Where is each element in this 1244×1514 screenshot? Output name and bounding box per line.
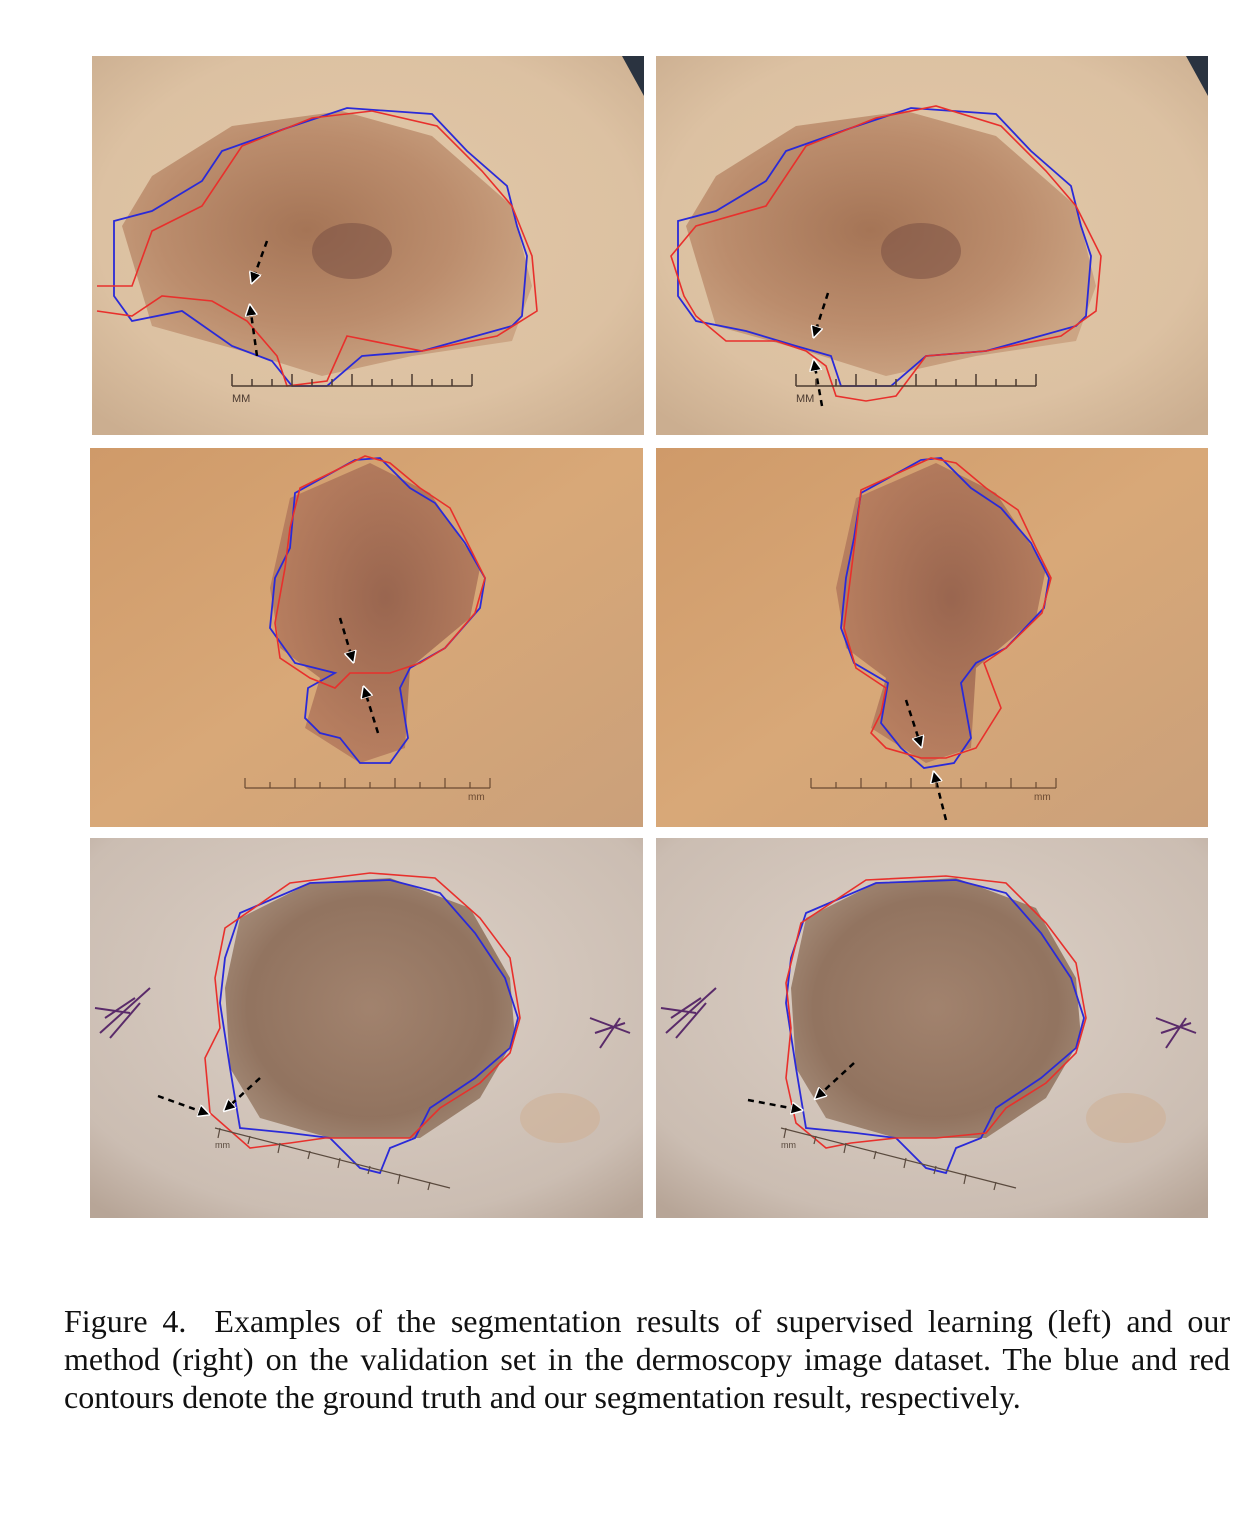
lesion-region — [225, 878, 515, 1138]
marker-ink-left — [660, 987, 717, 1039]
panel-row2-supervised: mm — [90, 448, 643, 827]
ground-truth-contour — [113, 107, 528, 387]
arrow-right — [157, 1094, 208, 1114]
panel-row3-ours: mm — [656, 838, 1208, 1218]
marker-ink-right — [1155, 1017, 1197, 1049]
panel-row2-ours: mm — [656, 448, 1208, 827]
lesion-dark-spot — [312, 223, 392, 279]
ruler — [810, 778, 1057, 789]
ground-truth-contour — [840, 457, 1050, 769]
ruler-label: mm — [1034, 792, 1051, 803]
ruler — [244, 778, 491, 789]
faint-spot — [1086, 1093, 1166, 1143]
segmentation-contour — [843, 457, 1052, 759]
dark-corner — [622, 56, 644, 96]
segmentation-contour — [96, 110, 538, 387]
ruler-label: MM — [232, 393, 250, 405]
ruler-label: mm — [468, 792, 485, 803]
segmentation-contour — [204, 872, 521, 1149]
lesion-region — [836, 463, 1046, 763]
ground-truth-contour — [219, 879, 519, 1175]
ruler — [214, 1127, 451, 1191]
arrow-left — [816, 1062, 855, 1098]
lesion-region — [791, 878, 1081, 1138]
arrow-up — [934, 773, 948, 821]
ruler — [231, 374, 473, 387]
ground-truth-contour — [785, 879, 1085, 1175]
panel-row1-supervised: MM — [92, 56, 644, 435]
marker-ink-left — [94, 987, 151, 1039]
ruler-label: mm — [781, 1140, 796, 1150]
arrow-up — [250, 306, 259, 357]
ruler-label: mm — [215, 1140, 230, 1150]
segmentation-contour — [785, 875, 1087, 1149]
segmentation-contour — [670, 105, 1102, 402]
figure-label: Figure 4. — [64, 1303, 187, 1339]
arrow-up — [364, 688, 380, 734]
figure-caption-text: Examples of the segmentation results of … — [64, 1303, 1231, 1415]
ground-truth-contour — [677, 107, 1092, 387]
arrow-down — [904, 699, 921, 746]
ruler — [795, 374, 1037, 387]
lesion-region — [270, 463, 480, 763]
dark-corner — [1186, 56, 1208, 96]
arrow-down — [252, 240, 269, 282]
arrow-left — [225, 1077, 261, 1110]
ruler-label: MM — [796, 393, 814, 405]
ruler — [780, 1127, 1017, 1191]
arrow-up — [814, 361, 824, 407]
panel-row1-ours: MM — [656, 56, 1208, 435]
lesion-dark-spot — [881, 223, 961, 279]
panel-row3-supervised: mm — [90, 838, 643, 1218]
ground-truth-contour — [269, 457, 486, 764]
segmentation-contour — [274, 455, 486, 689]
marker-ink-right — [589, 1017, 631, 1049]
arrow-down — [814, 292, 830, 336]
faint-spot — [520, 1093, 600, 1143]
arrow-right — [747, 1098, 801, 1110]
figure-caption: Figure 4.Examples of the segmentation re… — [64, 1302, 1230, 1416]
arrow-down — [338, 617, 353, 661]
